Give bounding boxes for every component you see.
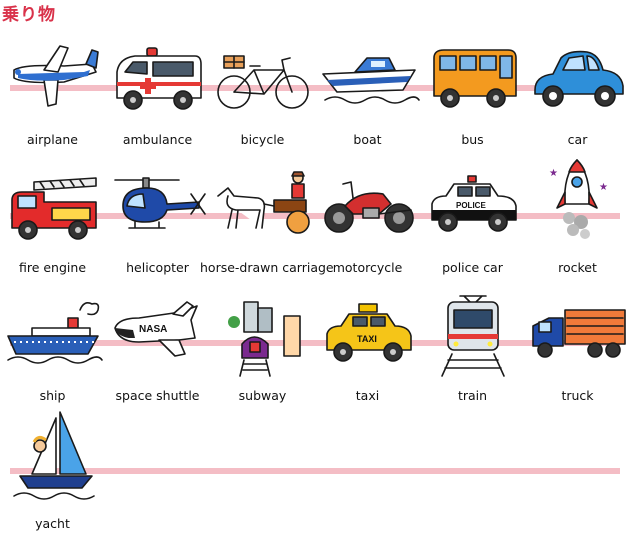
vehicle-label: motorcycle bbox=[332, 260, 403, 275]
ship-icon bbox=[7, 302, 103, 364]
ambulance-icon bbox=[116, 47, 202, 110]
vehicle-label: truck bbox=[561, 388, 594, 403]
police-sign: POLICE bbox=[456, 201, 486, 210]
guide-line-row-2 bbox=[10, 213, 620, 219]
vehicle-yacht[interactable]: yacht bbox=[0, 411, 105, 554]
vehicle-police-car[interactable]: POLICE police car bbox=[420, 170, 525, 298]
vehicle-label: horse-drawn carriage bbox=[200, 260, 334, 275]
svg-text:★: ★ bbox=[599, 182, 608, 193]
taxi-sign: TAXI bbox=[357, 334, 377, 344]
vehicle-subway[interactable]: subway bbox=[210, 298, 315, 426]
vehicle-airplane[interactable]: airplane bbox=[0, 42, 105, 170]
vehicle-label: taxi bbox=[355, 388, 380, 403]
vehicle-label: space shuttle bbox=[115, 388, 200, 403]
vehicle-boat[interactable]: boat bbox=[315, 42, 420, 170]
vehicle-fire-engine[interactable]: fire engine bbox=[0, 170, 105, 298]
horse-drawn-carriage-icon bbox=[217, 171, 310, 234]
vehicle-label: bicycle bbox=[240, 132, 285, 147]
bus-icon bbox=[433, 49, 517, 108]
vehicle-label: train bbox=[457, 388, 488, 403]
police-car-icon: POLICE bbox=[431, 175, 517, 232]
boat-icon bbox=[322, 57, 420, 104]
vehicle-label: subway bbox=[238, 388, 287, 403]
vehicle-label: helicopter bbox=[126, 260, 189, 275]
vehicle-bus[interactable]: bus bbox=[420, 42, 525, 170]
guide-line-row-4 bbox=[10, 468, 620, 474]
airplane-icon bbox=[13, 45, 99, 107]
truck-icon bbox=[532, 309, 626, 358]
guide-line-row-3 bbox=[10, 340, 620, 346]
page-title: 乗り物 bbox=[2, 5, 56, 25]
train-icon bbox=[441, 295, 505, 377]
rocket-icon: ★ ★ bbox=[549, 159, 608, 239]
vehicle-label: bus bbox=[461, 132, 484, 147]
space-shuttle-icon: NASA bbox=[114, 301, 198, 357]
vehicle-bicycle[interactable]: bicycle bbox=[210, 42, 315, 170]
vehicle-space-shuttle[interactable]: NASA space shuttle bbox=[105, 298, 210, 426]
vehicle-label: police car bbox=[442, 260, 503, 275]
vehicle-label: yacht bbox=[35, 516, 70, 531]
vehicle-rocket[interactable]: ★ ★ rocket bbox=[525, 159, 630, 298]
motorcycle-icon bbox=[324, 181, 414, 233]
vehicle-car[interactable]: car bbox=[525, 42, 630, 170]
subway-icon bbox=[228, 301, 301, 377]
guide-line-row-1 bbox=[10, 85, 620, 91]
vehicle-label: airplane bbox=[27, 132, 78, 147]
vehicle-label: ambulance bbox=[122, 132, 193, 147]
car-icon bbox=[534, 50, 624, 107]
vehicle-truck[interactable]: truck bbox=[525, 298, 630, 426]
taxi-icon: TAXI bbox=[326, 303, 412, 362]
vehicle-label: fire engine bbox=[18, 260, 87, 275]
vehicle-label: ship bbox=[39, 388, 66, 403]
helicopter-icon bbox=[114, 177, 206, 229]
vehicle-label: boat bbox=[353, 132, 382, 147]
vehicle-motorcycle[interactable]: motorcycle bbox=[315, 170, 420, 298]
vehicle-horse-drawn-carriage[interactable]: horse-drawn carriage bbox=[200, 170, 334, 298]
fire-engine-icon bbox=[11, 177, 97, 240]
vehicle-ambulance[interactable]: ambulance bbox=[105, 42, 210, 170]
bicycle-icon bbox=[217, 55, 309, 109]
vehicle-label: car bbox=[567, 132, 588, 147]
vehicle-taxi[interactable]: TAXI taxi bbox=[315, 298, 420, 426]
vehicle-helicopter[interactable]: helicopter bbox=[105, 170, 210, 298]
svg-text:★: ★ bbox=[549, 168, 558, 179]
vehicle-ship[interactable]: ship bbox=[0, 298, 105, 426]
vehicle-label: rocket bbox=[558, 260, 597, 275]
vehicle-train[interactable]: train bbox=[420, 295, 525, 426]
nasa-sign: NASA bbox=[139, 324, 167, 335]
yacht-icon bbox=[13, 411, 95, 500]
